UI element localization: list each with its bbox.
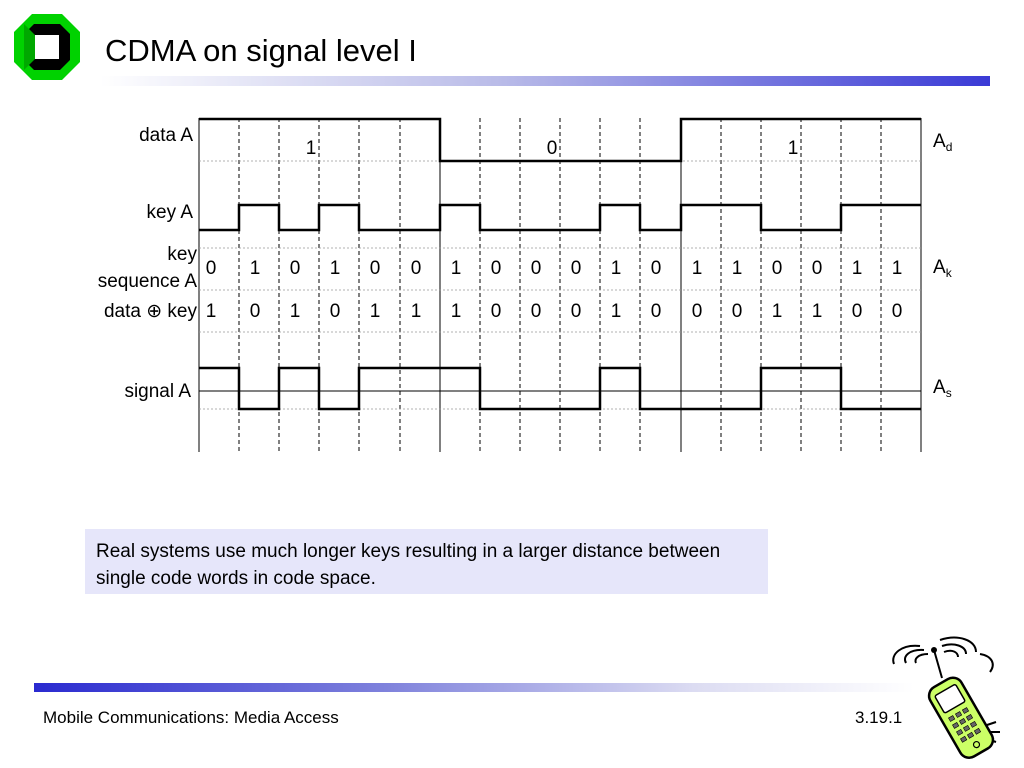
university-logo [14, 14, 80, 80]
key-sequence-bit: 0 [812, 258, 823, 279]
key-sequence-bit: 0 [370, 258, 381, 279]
xor-bit: 1 [772, 301, 783, 322]
xor-bit: 0 [571, 301, 582, 322]
xor-symbol: ⊕ [146, 301, 162, 322]
key-sequence-bit: 1 [892, 258, 903, 279]
key-sequence-bit: 0 [531, 258, 542, 279]
phone-body [927, 676, 995, 759]
data-bit-label: 1 [306, 138, 317, 159]
slide-number: 3.19.1 [855, 708, 903, 727]
xor-bit: 0 [491, 301, 502, 322]
data-a-waveform [199, 117, 921, 163]
xor-bit: 0 [852, 301, 863, 322]
xor-bit: 0 [531, 301, 542, 322]
xor-bit: 1 [812, 301, 823, 322]
xor-bit: 1 [411, 301, 422, 322]
xor-bit: 1 [290, 301, 301, 322]
title-gradient-bar [100, 76, 990, 86]
key-sequence-bit: 0 [491, 258, 502, 279]
key-sequence-bit: 0 [411, 258, 422, 279]
footer-course-title: Mobile Communications: Media Access [43, 708, 339, 727]
key-a-waveform [199, 203, 921, 232]
xor-bit: 0 [250, 301, 261, 322]
xor-bit: 1 [451, 301, 462, 322]
key-sequence-bit: 0 [571, 258, 582, 279]
signal-a-waveform [199, 366, 921, 411]
mobile-phone-icon [892, 636, 1000, 759]
row-label-data-xor-key: data ⊕ key [104, 301, 198, 322]
key-sequence-bit: 0 [206, 258, 217, 279]
key-sequence-bit: 1 [852, 258, 863, 279]
xor-bit: 0 [732, 301, 743, 322]
key-sequence-bit: 0 [772, 258, 783, 279]
xor-bit: 1 [611, 301, 622, 322]
xor-bit: 0 [330, 301, 341, 322]
xor-bit: 1 [370, 301, 381, 322]
grid [198, 118, 922, 452]
row-label-key-sequence-line2: sequence A [98, 271, 198, 292]
right-label-ak: Ak [933, 257, 953, 280]
right-label-ad: Ad [933, 131, 952, 154]
key-sequence-bit: 1 [330, 258, 341, 279]
row-label-key-sequence-line1: key [167, 244, 197, 265]
data-bit-label: 0 [547, 138, 558, 159]
note-box: Real systems use much longer keys result… [85, 529, 768, 594]
row-label-key-a: key A [147, 202, 194, 223]
xor-bit: 1 [206, 301, 217, 322]
xor-bit: 0 [692, 301, 703, 322]
footer-gradient-bar [34, 683, 914, 692]
slide-title: CDMA on signal level I [105, 33, 417, 68]
key-sequence-bit: 1 [611, 258, 622, 279]
key-sequence-bit: 0 [651, 258, 662, 279]
key-sequence-bit: 1 [732, 258, 743, 279]
key-sequence-bit: 1 [692, 258, 703, 279]
xor-bit: 0 [892, 301, 903, 322]
data-bit-label: 1 [788, 138, 799, 159]
right-label-as: As [933, 377, 952, 400]
key-sequence-bit: 1 [250, 258, 261, 279]
key-sequence-bit: 0 [290, 258, 301, 279]
row-label-data-a: data A [139, 125, 193, 146]
xor-bit: 0 [651, 301, 662, 322]
key-sequence-bit: 1 [451, 258, 462, 279]
row-label-signal-a: signal A [124, 381, 191, 402]
